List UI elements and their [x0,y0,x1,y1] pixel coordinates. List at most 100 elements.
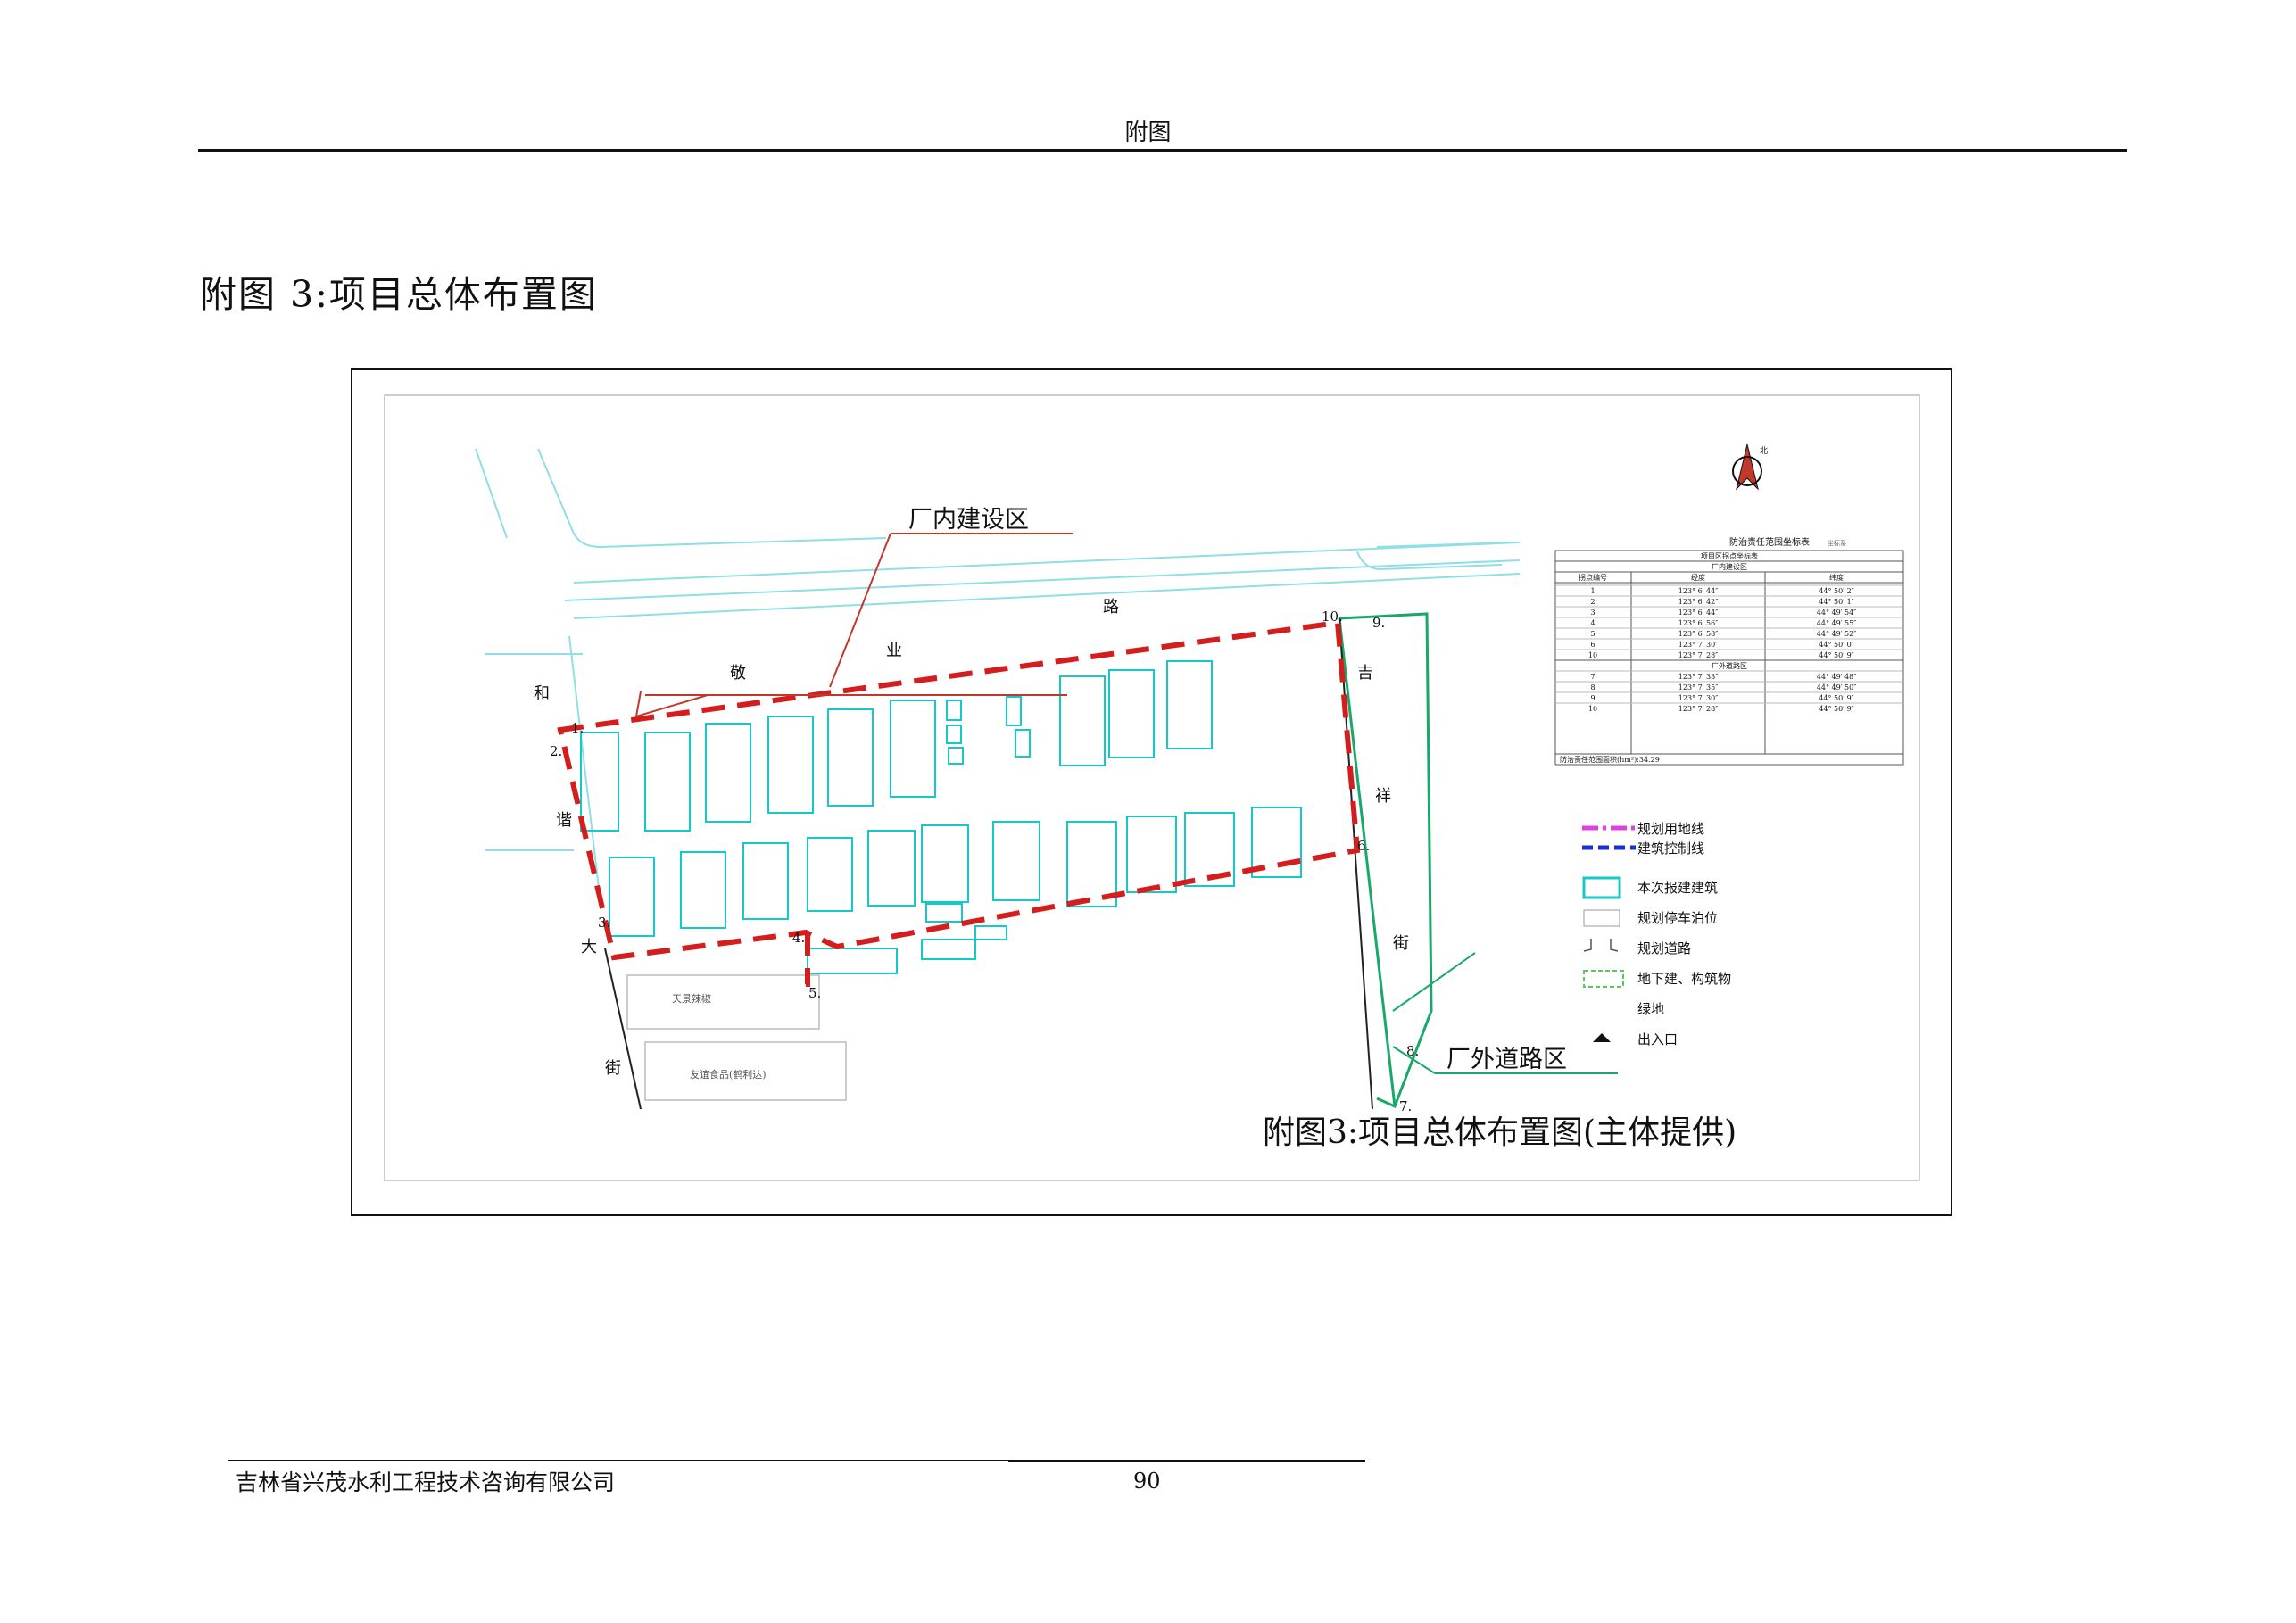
legend-label: 规划道路 [1637,940,1691,956]
building [925,903,963,923]
coord-cell: 44° 50′ 9″ [1819,651,1853,659]
header-rule [198,149,2127,152]
legend-label: 规划用地线 [1637,821,1704,837]
building [1006,696,1022,726]
building [1166,660,1213,749]
coord-cell: 4 [1590,619,1595,627]
point-label: 6. [1357,838,1370,854]
road-char: 路 [1103,598,1119,617]
coord-cell: 44° 49′ 55″ [1817,619,1856,627]
coord-cell: 44° 49′ 48″ [1817,673,1856,681]
coord-cell: 3 [1590,609,1595,617]
coord-cell: 123° 7′ 28″ [1678,651,1718,659]
building [705,723,751,823]
building [1015,729,1031,758]
coord-cell: 123° 6′ 44″ [1678,587,1718,595]
legend-label: 规划停车泊位 [1637,910,1718,926]
building [992,821,1040,901]
building [580,732,619,832]
coord-cell: 44° 50′ 9″ [1819,694,1853,702]
building [680,851,726,929]
coord-cell: 5 [1590,630,1595,638]
building [827,708,874,807]
point-label: 3. [598,915,610,931]
svg-text:北: 北 [1760,446,1768,456]
legend-label: 建筑控制线 [1637,840,1704,857]
road-char: 和 [534,684,550,703]
legend-label: 出入口 [1637,1031,1678,1047]
coord-cell: 123° 7′ 30″ [1678,641,1718,649]
footer-company: 吉林省兴茂水利工程技术咨询有限公司 [236,1470,616,1495]
outer-road-boundary [1338,612,1476,1109]
site-plan-map: 厂内建设区 厂外道路区 和 敬 业 路 谐 大 街 吉 祥 街 1. 2. 3.… [384,394,1920,1181]
coord-cell: 44° 49′ 54″ [1817,609,1856,617]
building [807,948,898,974]
legend-item: 出入口 [1593,1031,1678,1047]
point-label: 8. [1406,1043,1419,1059]
coord-cell: 123° 7′ 28″ [1678,705,1718,713]
building [767,716,814,814]
page-number: 90 [1133,1469,1161,1494]
building [609,857,655,937]
coordinate-table: 防治责任范围坐标表 坐标系 项目区拐点坐标表 厂内建设区 拐点编号 经度 纬度 … [1554,536,1904,766]
svg-text:纬度: 纬度 [1829,573,1844,582]
building [867,830,916,907]
coord-cell: 123° 6′ 56″ [1678,619,1718,627]
building [921,939,976,960]
map-frame [351,368,1952,1216]
figure-caption: 附图 3:项目总体布置图 [200,273,598,316]
svg-text:厂内建设区: 厂内建设区 [1712,562,1747,571]
coord-cell: 44° 49′ 50″ [1817,683,1856,691]
building [1126,816,1177,893]
svg-text:防治责任范围面积(hm²):34.29: 防治责任范围面积(hm²):34.29 [1560,755,1660,764]
coord-cell: 44° 50′ 9″ [1819,705,1853,713]
zone-label: 友谊食品(鹤利达) [690,1068,767,1081]
road-char: 街 [605,1059,621,1078]
building [1066,821,1117,907]
building [644,732,691,832]
point-label: 5. [808,985,821,1001]
neighbour-zones [626,974,847,1101]
callout-inner-label: 厂内建设区 [908,506,1029,534]
coord-cell: 123° 6′ 58″ [1678,630,1718,638]
page-header-title: 附图 [1124,120,1172,146]
coord-cell: 123° 7′ 35″ [1678,683,1718,691]
coord-table-note: 坐标系 [1828,539,1846,547]
north-arrow-icon: 北 [1732,443,1768,491]
legend-item: 绿地 [1637,1001,1664,1017]
building [921,824,969,903]
road-char: 谐 [556,811,572,830]
coord-cell: 2 [1590,598,1595,606]
coord-cell: 44° 50′ 0″ [1819,641,1853,649]
road-centerlines [604,617,1373,1110]
legend-item: 地下建、构筑物 [1583,970,1731,988]
building [946,725,962,744]
coord-cell: 1 [1590,587,1595,595]
road-char: 祥 [1375,787,1391,806]
coord-cell: 7 [1590,673,1595,681]
coord-cell: 44° 49′ 52″ [1817,630,1856,638]
building [948,747,964,765]
legend-item: 规划道路 [1583,939,1691,956]
legend-label: 本次报建建筑 [1637,880,1718,896]
callout-outer-label: 厂外道路区 [1446,1046,1567,1073]
inner-construction-boundary [557,619,1361,961]
coord-cell: 123° 7′ 33″ [1678,673,1718,681]
footer-rule-thick [1008,1460,1365,1462]
point-label: 10. [1322,609,1343,625]
coord-cell: 123° 6′ 44″ [1678,609,1718,617]
svg-text:拐点编号: 拐点编号 [1579,573,1607,582]
coord-cell: 6 [1590,641,1595,649]
legend-label: 地下建、构筑物 [1637,971,1731,987]
building [1251,807,1302,878]
legend-item: 建筑控制线 [1582,840,1704,857]
road-char: 大 [581,938,597,956]
background-roads [475,448,1521,905]
point-label: 2. [550,743,562,759]
coord-cell: 123° 6′ 42″ [1678,598,1718,606]
point-label: 1. [571,720,584,736]
buildings-group [580,660,1302,974]
building [807,837,853,912]
road-char: 吉 [1357,664,1373,683]
